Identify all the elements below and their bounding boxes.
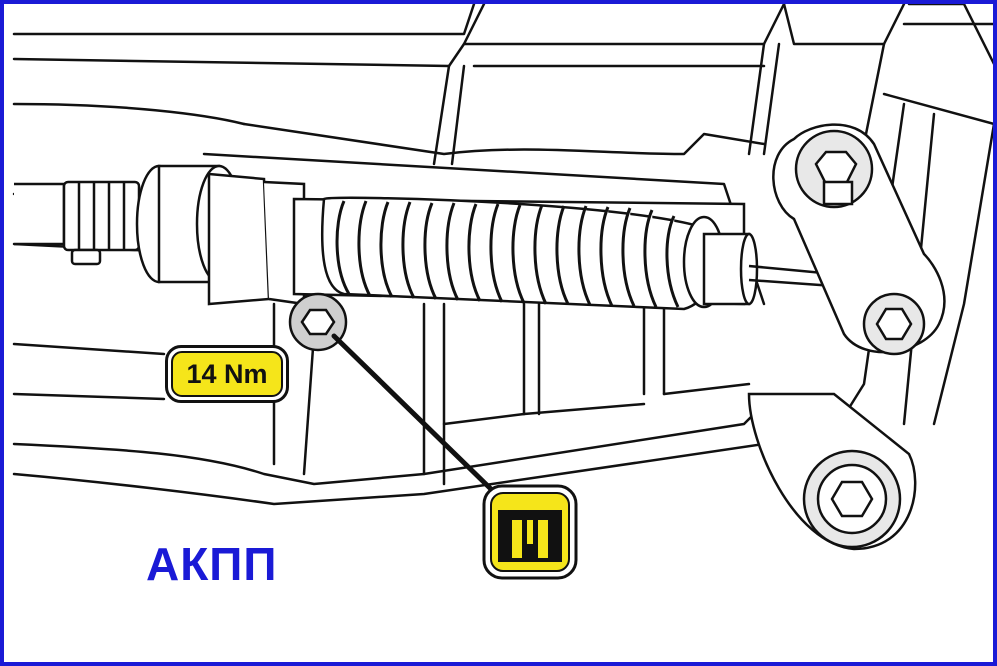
- corrugated-boot: [320, 196, 835, 311]
- torque-badge: 14 Nm: [165, 345, 289, 403]
- transmission-label: АКПП: [146, 538, 278, 590]
- torque-value: 14 Nm: [171, 351, 283, 397]
- leader-line: [331, 333, 497, 495]
- housing-outline: [12, 4, 476, 36]
- sealant-icon: [482, 484, 578, 580]
- transmission-drawing: [12, 4, 993, 551]
- lever-nut: [794, 129, 926, 549]
